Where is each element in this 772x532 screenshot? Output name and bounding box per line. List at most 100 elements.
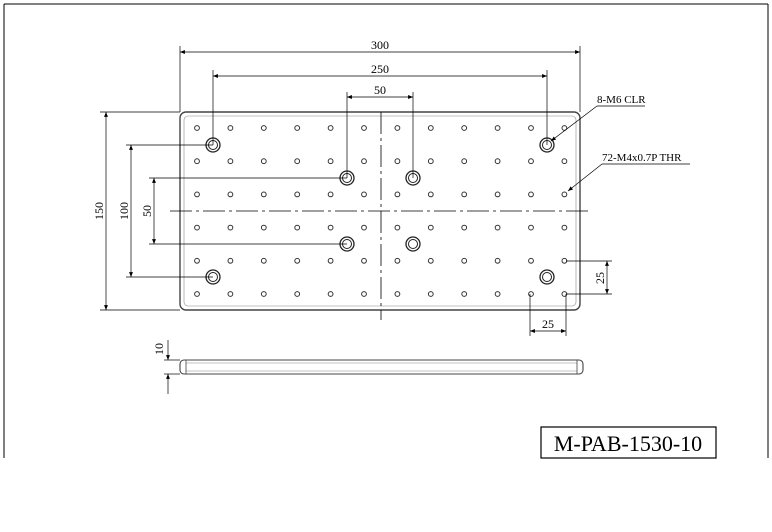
- dim-clr-spacing-x-label: 250: [371, 62, 389, 76]
- thread-hole: [294, 158, 301, 165]
- thread-hole: [427, 158, 434, 165]
- thread-hole: [494, 224, 501, 231]
- dim-center-clr-y: [149, 177, 347, 245]
- thread-hole: [461, 257, 468, 264]
- dim-center-clr-x-label: 50: [374, 83, 386, 97]
- thread-hole: [194, 191, 200, 198]
- thread-hole: [394, 158, 401, 165]
- thread-hole: [394, 257, 401, 264]
- thread-hole: [294, 125, 301, 131]
- thread-hole: [227, 224, 234, 231]
- dim-overall-height: [100, 111, 180, 311]
- thread-hole: [528, 158, 534, 165]
- thread-hole: [327, 191, 334, 198]
- thread-hole: [260, 125, 267, 131]
- thread-hole: [528, 224, 534, 231]
- thread-hole: [327, 158, 334, 165]
- thread-hole: [294, 191, 301, 198]
- thread-hole: [494, 158, 501, 165]
- thread-hole: [427, 125, 434, 131]
- dim-thickness-label: 10: [152, 343, 166, 355]
- thread-hole: [260, 191, 267, 198]
- part-number: M-PAB-1530-10: [554, 431, 702, 456]
- thread-hole: [361, 191, 367, 198]
- dim-thr-pitch-y: [566, 260, 612, 295]
- clearance-hole: [408, 239, 418, 249]
- thread-hole: [394, 191, 401, 198]
- thread-hole: [194, 257, 200, 264]
- dim-clr-spacing-y: [126, 144, 213, 278]
- part-number-box: [540, 426, 717, 459]
- thread-hole: [361, 257, 367, 264]
- thread-hole: [361, 291, 367, 297]
- thread-hole: [260, 224, 267, 231]
- thread-hole: [561, 158, 568, 165]
- dim-overall-width: [179, 46, 581, 112]
- thread-holes: [194, 125, 568, 297]
- drawing-frame: [3, 3, 769, 458]
- thread-hole: [260, 257, 267, 264]
- dim-thr-pitch-x-label: 25: [542, 317, 554, 331]
- thread-hole: [461, 125, 468, 131]
- thread-hole: [494, 191, 501, 198]
- thread-hole: [260, 158, 267, 165]
- thread-hole: [461, 224, 468, 231]
- thread-hole: [227, 158, 234, 165]
- thread-hole: [294, 291, 301, 297]
- thread-hole: [427, 257, 434, 264]
- thread-hole: [327, 257, 334, 264]
- thread-hole: [528, 125, 534, 131]
- thread-hole: [494, 257, 501, 264]
- thread-hole: [227, 125, 234, 131]
- center-lines: [170, 112, 588, 320]
- thread-hole: [227, 191, 234, 198]
- thread-hole: [361, 125, 367, 131]
- dim-center-clr-y-label: 50: [140, 205, 154, 217]
- leader-clearance: [550, 105, 645, 142]
- thread-hole: [361, 158, 367, 165]
- thread-hole: [461, 291, 468, 297]
- thread-hole: [394, 291, 401, 297]
- dim-thr-pitch-x: [529, 294, 567, 336]
- thread-hole: [461, 158, 468, 165]
- clearance-hole: [542, 272, 552, 282]
- thread-hole: [461, 191, 468, 198]
- thread-hole: [528, 291, 534, 297]
- thread-hole: [361, 224, 367, 231]
- thread-hole: [327, 224, 334, 231]
- dim-thr-pitch-y-label: 25: [593, 272, 607, 284]
- thread-hole: [528, 191, 534, 198]
- thread-hole: [194, 291, 200, 297]
- thread-hole: [561, 191, 568, 198]
- thread-hole: [227, 257, 234, 264]
- leader-thread: [567, 163, 690, 192]
- thread-hole: [260, 291, 267, 297]
- thread-hole: [494, 291, 501, 297]
- note-thread: 72-M4x0.7P THR: [602, 152, 682, 164]
- note-clearance: 8-M6 CLR: [597, 94, 646, 106]
- thread-hole: [227, 291, 234, 297]
- thread-hole: [194, 224, 200, 231]
- dim-thickness: [164, 340, 180, 394]
- thread-hole: [561, 224, 568, 231]
- thread-hole: [327, 125, 334, 131]
- dim-overall-width-label: 300: [371, 38, 389, 52]
- thread-hole: [427, 191, 434, 198]
- thread-hole: [394, 125, 401, 131]
- thread-hole: [394, 224, 401, 231]
- plate-side-view: [179, 359, 584, 375]
- thread-hole: [327, 291, 334, 297]
- dim-overall-height-label: 150: [92, 202, 106, 220]
- dim-clr-spacing-y-label: 100: [117, 202, 131, 220]
- thread-hole: [294, 224, 301, 231]
- thread-hole: [494, 125, 501, 131]
- thread-hole: [427, 291, 434, 297]
- thread-hole: [194, 125, 200, 131]
- dim-center-clr-x: [346, 92, 414, 178]
- thread-hole: [194, 158, 200, 165]
- thread-hole: [528, 257, 534, 264]
- thread-hole: [427, 224, 434, 231]
- thread-hole: [294, 257, 301, 264]
- dim-clr-spacing-x: [212, 70, 548, 145]
